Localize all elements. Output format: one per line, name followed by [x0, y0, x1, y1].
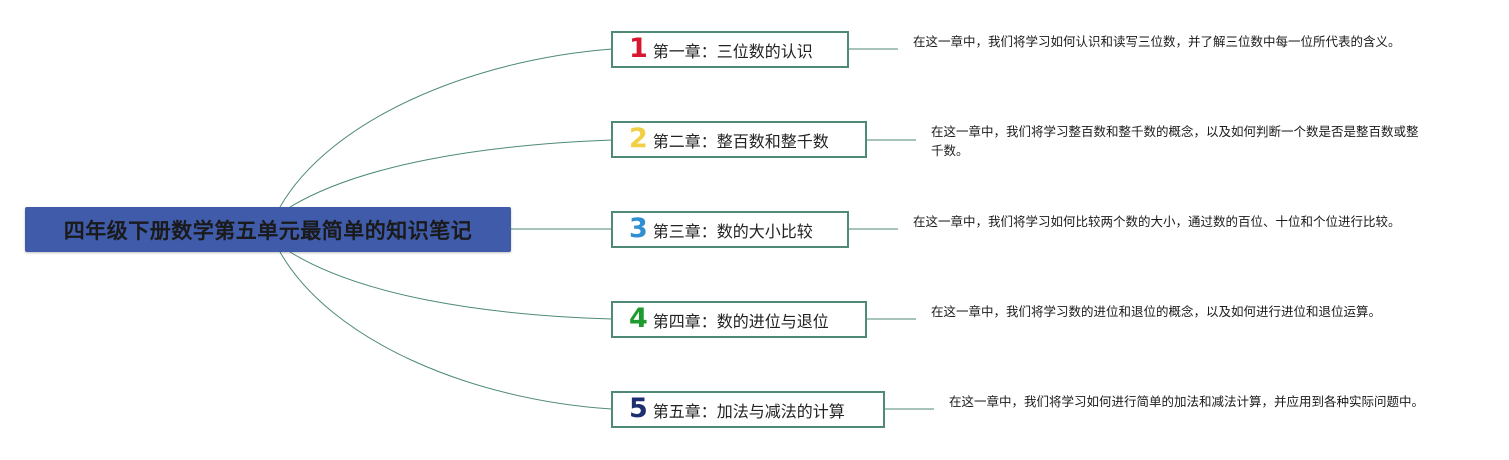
chapter-label-5: 第五章：加法与减法的计算 — [652, 401, 845, 421]
chapter-node-3[interactable]: 3 第三章：数的大小比较 — [611, 211, 849, 248]
chapter-node-5[interactable]: 5 第五章：加法与减法的计算 — [611, 391, 885, 428]
chapter-description-3: 在这一章中，我们将学习如何比较两个数的大小，通过数的百位、十位和个位进行比较。 — [913, 214, 1401, 229]
chapter-label-2: 第二章：整百数和整千数 — [652, 131, 829, 151]
chapter-description-5: 在这一章中，我们将学习如何进行简单的加法和减法计算，并应用到各种实际问题中。 — [949, 394, 1425, 409]
connector-root-chapter-5 — [279, 251, 613, 410]
chapter-number-1: 1 — [629, 33, 648, 64]
chapter-number-4: 4 — [629, 303, 648, 334]
chapter-node-1[interactable]: 1 第一章：三位数的认识 — [611, 31, 849, 68]
chapter-label-1: 第一章：三位数的认识 — [652, 41, 813, 61]
connector-root-chapter-2 — [289, 139, 613, 208]
chapter-node-4[interactable]: 4 第四章：数的进位与退位 — [611, 301, 867, 338]
root-title: 四年级下册数学第五单元最简单的知识笔记 — [63, 218, 473, 243]
connector-root-chapter-1 — [279, 48, 613, 208]
chapter-node-2[interactable]: 2 第二章：整百数和整千数 — [611, 121, 867, 158]
chapter-description-4: 在这一章中，我们将学习数的进位和退位的概念，以及如何进行进位和退位运算。 — [931, 304, 1382, 319]
chapter-label-4: 第四章：数的进位与退位 — [652, 311, 829, 331]
root-topic[interactable]: 四年级下册数学第五单元最简单的知识笔记 — [25, 207, 511, 252]
chapter-label-3: 第三章：数的大小比较 — [652, 221, 813, 241]
chapter-description-2: 在这一章中，我们将学习整百数和整千数的概念，以及如何判断一个数是否是整百数或整千… — [931, 124, 1419, 158]
chapter-number-3: 3 — [629, 213, 648, 244]
chapter-number-5: 5 — [629, 393, 648, 424]
chapter-number-2: 2 — [629, 123, 648, 154]
connector-root-chapter-4 — [289, 251, 613, 320]
chapter-description-1: 在这一章中，我们将学习如何认识和读写三位数，并了解三位数中每一位所代表的含义。 — [913, 34, 1401, 49]
